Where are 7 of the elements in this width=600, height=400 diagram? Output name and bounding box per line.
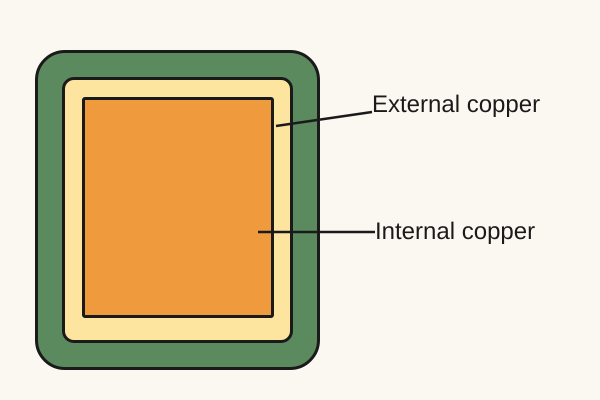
leader-line bbox=[258, 230, 375, 234]
leader-line bbox=[276, 110, 372, 128]
part-label: Internal copper bbox=[375, 217, 536, 247]
internal-copper-core bbox=[82, 97, 274, 318]
external-copper-layer bbox=[62, 77, 293, 343]
part-label: External copper bbox=[372, 90, 540, 120]
board-outer-layer bbox=[35, 50, 320, 370]
